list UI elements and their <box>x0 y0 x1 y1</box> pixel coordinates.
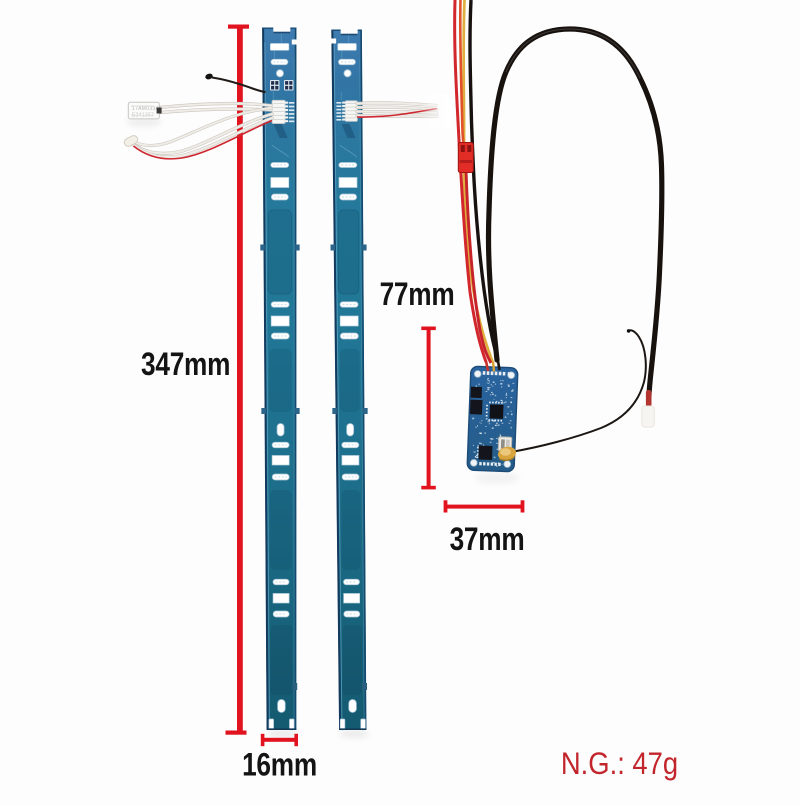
svg-text:37mm: 37mm <box>450 523 525 558</box>
svg-text:77mm: 77mm <box>380 278 455 313</box>
svg-text:16mm: 16mm <box>242 748 317 783</box>
svg-text:347mm: 347mm <box>141 347 230 382</box>
svg-text:N.G.: 47g: N.G.: 47g <box>561 746 678 781</box>
